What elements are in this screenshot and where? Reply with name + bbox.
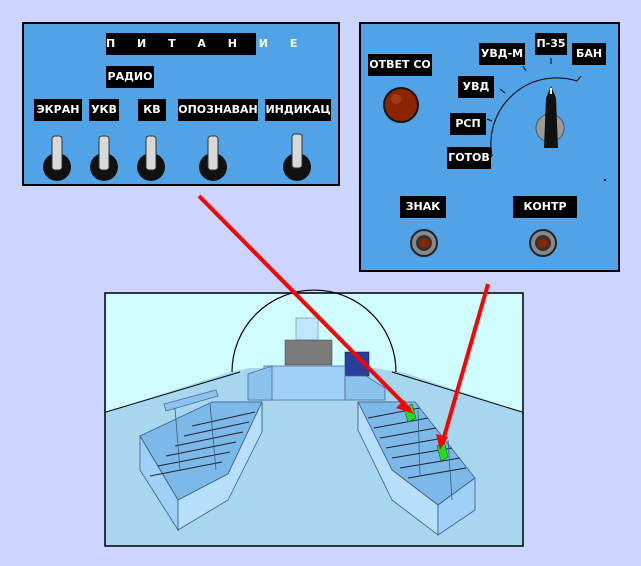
mode-selector-scale	[486, 58, 582, 159]
control-label: КОНТР	[513, 196, 577, 218]
sign-button[interactable]	[410, 229, 438, 257]
toggle-switch-kv[interactable]	[137, 135, 165, 181]
left-console	[139, 401, 263, 532]
toggle-switch-ekran[interactable]	[43, 135, 71, 181]
switch-label-kv: КВ	[138, 99, 166, 121]
transponder-controls	[383, 58, 606, 257]
power-panel: П И Т А Н И Е РАДИО ЭКРАН УКВ КВ ОПОЗНАВ…	[22, 22, 340, 186]
answer-label: ОТВЕТ СО	[368, 54, 432, 76]
sign-label: ЗНАК	[400, 196, 446, 218]
switch-label-ekran: ЭКРАН	[34, 99, 82, 121]
center-display	[284, 339, 333, 366]
control-button[interactable]	[529, 229, 557, 257]
toggle-switch-ukv[interactable]	[90, 135, 118, 181]
power-title: П И Т А Н И Е	[106, 33, 297, 55]
right-console	[357, 401, 476, 536]
panel-dot	[604, 179, 606, 181]
pointer-arrow-transponder	[440, 283, 490, 445]
selector-pos-rsp: РСП	[450, 113, 486, 135]
canopy-arch	[231, 289, 397, 373]
selector-pos-p35: П-35	[535, 33, 567, 55]
toggle-switch-indikac[interactable]	[283, 133, 311, 181]
switch-label-opoznavan: ОПОЗНАВАН	[178, 99, 258, 121]
mode-selector-knob[interactable]	[535, 86, 565, 148]
selector-pos-gotov: ГОТОВ	[447, 147, 491, 169]
transponder-panel: ОТВЕТ СО ГОТОВ РСП УВД УВД-М П-35 БАН ЗН…	[359, 22, 620, 272]
selector-pos-uvd-m: УВД-М	[479, 43, 525, 65]
answer-lamp	[383, 87, 419, 123]
toggle-switch-opoznavan[interactable]	[199, 135, 227, 181]
radio-label: РАДИО	[106, 66, 154, 88]
pointer-arrow-power	[197, 194, 412, 412]
toggle-switches	[43, 133, 311, 181]
selector-pos-ban: БАН	[572, 43, 606, 65]
switch-label-ukv: УКВ	[89, 99, 119, 121]
selector-pos-uvd: УВД	[458, 76, 494, 98]
switch-label-indikac: ИНДИКАЦ	[265, 99, 331, 121]
